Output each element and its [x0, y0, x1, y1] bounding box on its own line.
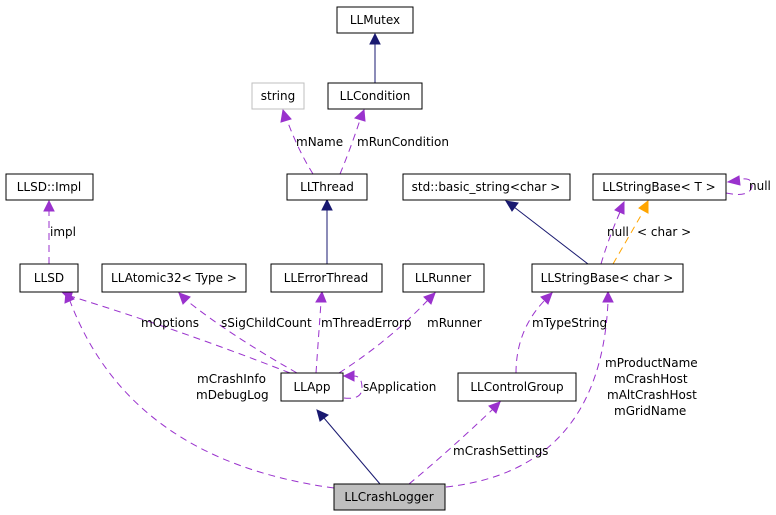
node-std-basic-string[interactable]: std::basic_string<char > [402, 173, 571, 201]
node-label-llsd-impl: LLSD::Impl [17, 180, 82, 194]
node-string[interactable]: string [251, 82, 305, 110]
edge-llstringbase-char-template-instance [612, 199, 649, 265]
node-label-llstringbase-t: LLStringBase< T > [602, 180, 715, 194]
edge-llcrashlogger-mproductname-llstringbase [445, 290, 614, 488]
edge-label-mcrashinfo: mCrashInfo [197, 372, 266, 386]
edge-label-mcrashsettings: mCrashSettings [453, 444, 548, 458]
edge-llsd-impl-llsdimpl [43, 199, 55, 264]
edge-label-mthreaderrorp: mThreadErrorp [321, 316, 412, 330]
node-llstringbase-char[interactable]: LLStringBase< char > [531, 263, 684, 293]
edge-label-mtypestring: mTypeString [532, 316, 607, 330]
node-label-llerrorthread: LLErrorThread [284, 271, 369, 285]
node-label-llthread: LLThread [300, 180, 354, 194]
edge-label-mname: mName [296, 135, 343, 149]
node-label-llcontrolgroup: LLControlGroup [470, 380, 563, 394]
node-label-llapp: LLApp [293, 380, 330, 394]
edge-label-ssigchildcount: sSigChildCount [221, 316, 312, 330]
edge-label-mdebuglog: mDebugLog [196, 388, 269, 402]
node-llsd-impl[interactable]: LLSD::Impl [5, 173, 94, 201]
edge-label-sapplication: sApplication [363, 380, 436, 394]
edge-llcrashlogger-inherits-llapp [316, 409, 381, 485]
edge-label-char-template: < char > [637, 225, 691, 239]
edge-llapp-sapplication-self [342, 370, 363, 399]
node-llrunner[interactable]: LLRunner [402, 263, 485, 293]
edge-llstringbase-char-null-llstringbase-t [600, 200, 625, 265]
node-label-std-basic-string: std::basic_string<char > [412, 180, 561, 194]
edge-llapp-mrunner-llrunner [338, 292, 436, 374]
edge-label-mruncondition: mRunCondition [357, 135, 449, 149]
edge-label-null: null [607, 225, 629, 239]
edge-llapp-moptions-llsd [60, 289, 291, 374]
edge-label-null-self: null [749, 179, 771, 193]
node-llthread[interactable]: LLThread [286, 173, 368, 201]
edge-llcontrolgroup-mtypestring-llstringbase [515, 292, 553, 374]
node-label-llcondition: LLCondition [340, 89, 411, 103]
node-label-string: string [261, 89, 295, 103]
node-llsd[interactable]: LLSD [19, 263, 79, 293]
edge-llstringbase-null-self [725, 175, 753, 195]
node-llapp[interactable]: LLApp [280, 372, 344, 402]
edge-llcondition-inherits-llmutex [369, 32, 381, 83]
edge-llcrashlogger-mcrashsettings-llcontrolgroup [408, 401, 501, 485]
node-label-llsd: LLSD [34, 271, 64, 285]
edge-llerrorthread-inherits-llthread [321, 198, 333, 264]
node-llerrorthread[interactable]: LLErrorThread [270, 263, 383, 293]
edge-label-mgridname: mGridName [614, 404, 686, 418]
edge-llapp-mthreaderrorp-llerrorthread [315, 290, 327, 374]
edge-label-mproductname: mProductName [605, 356, 698, 370]
node-label-llrunner: LLRunner [415, 271, 471, 285]
node-label-llstringbase-char: LLStringBase< char > [541, 271, 674, 285]
node-label-llmutex: LLMutex [350, 13, 400, 27]
node-llcontrolgroup[interactable]: LLControlGroup [457, 372, 577, 402]
edge-llthread-mname-string [280, 108, 314, 175]
edge-llthread-mruncondition-llcondition [339, 108, 366, 175]
edge-label-moptions: mOptions [141, 316, 199, 330]
edge-label-impl: impl [50, 225, 76, 239]
edge-label-mrunner: mRunner [427, 316, 482, 330]
node-llatomic32[interactable]: LLAtomic32< Type > [101, 263, 247, 293]
edge-label-maltcrashhost: mAltCrashHost [607, 388, 697, 402]
edge-label-mcrashhost: mCrashHost [614, 372, 688, 386]
edge-llapp-ssigchildcount-llatomic32 [178, 292, 298, 374]
node-label-llcrashlogger: LLCrashLogger [344, 490, 433, 504]
node-llmutex[interactable]: LLMutex [336, 6, 414, 34]
node-llstringbase-t[interactable]: LLStringBase< T > [592, 173, 727, 201]
edge-llstringbase-inherits-basicstring [505, 200, 589, 265]
edge-llcrashlogger-mcrashinfo-llsd [64, 290, 335, 489]
node-llcrashlogger[interactable]: LLCrashLogger [333, 483, 446, 511]
node-label-llatomic32: LLAtomic32< Type > [111, 271, 237, 285]
node-llcondition[interactable]: LLCondition [327, 82, 423, 110]
